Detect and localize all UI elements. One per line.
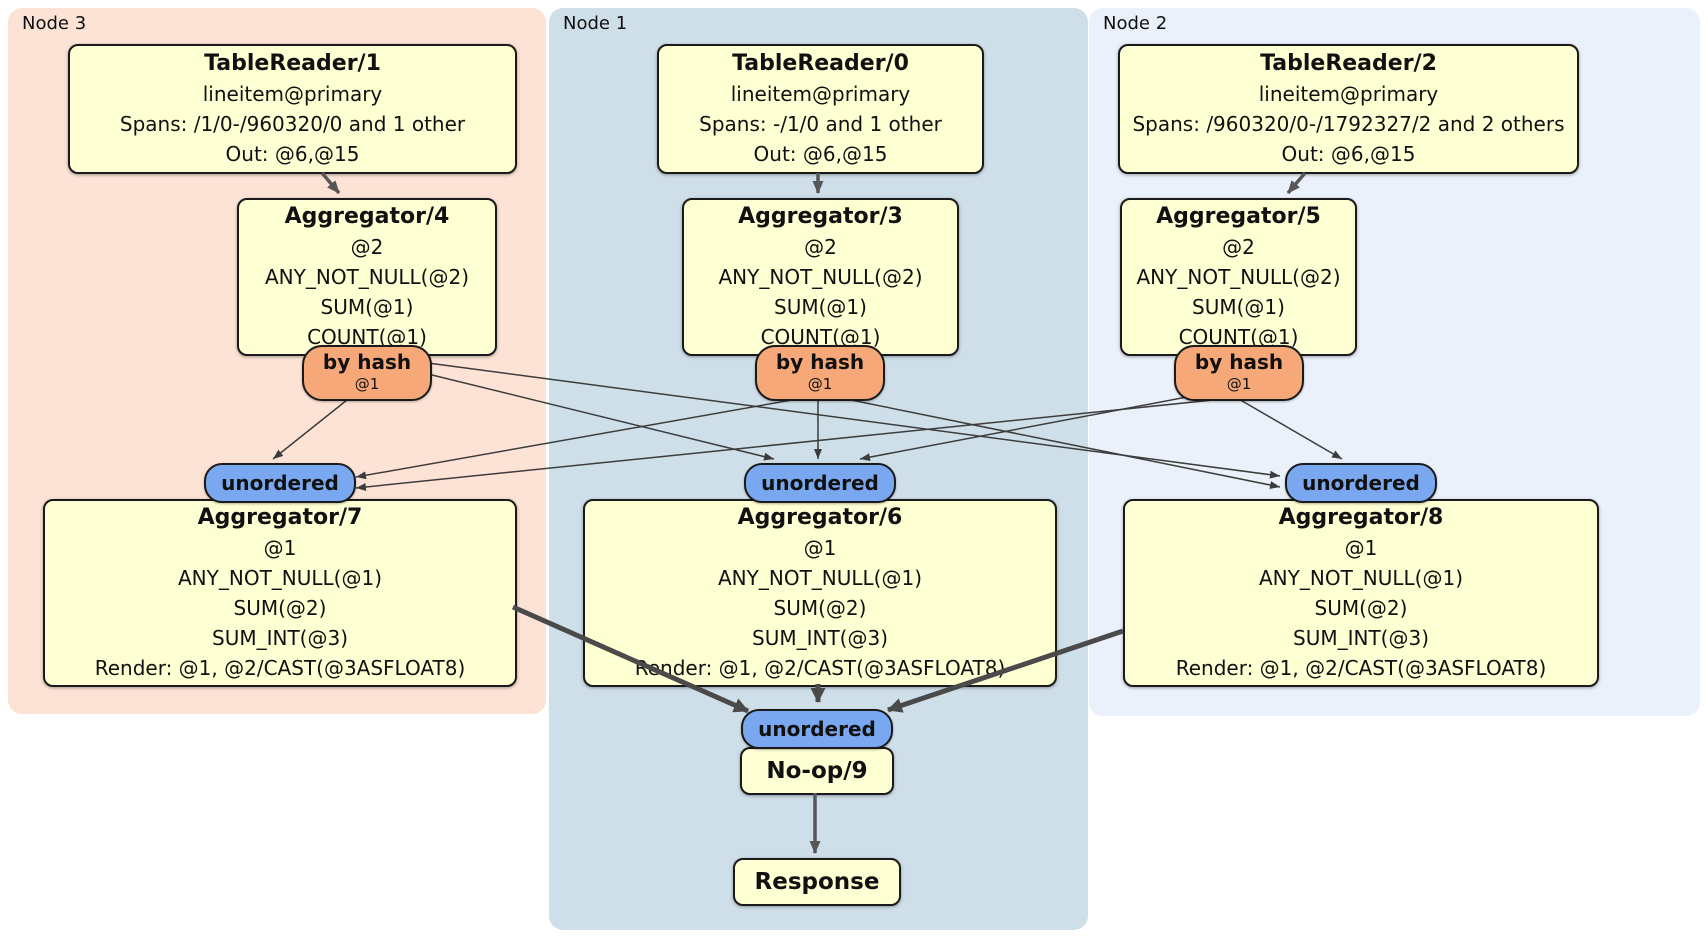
processor-agg-fn: ANY_NOT_NULL(@2) xyxy=(718,265,923,289)
processor-tablereader-2: TableReader/2 lineitem@primary Spans: /9… xyxy=(1118,44,1579,174)
processor-agg-fn: SUM_INT(@3) xyxy=(212,626,348,650)
processor-aggregator-4: Aggregator/4 @2 ANY_NOT_NULL(@2) SUM(@1)… xyxy=(237,198,497,356)
processor-agg-fn: SUM_INT(@3) xyxy=(1293,626,1429,650)
processor-title: Response xyxy=(754,868,880,895)
processor-title: Aggregator/3 xyxy=(738,204,903,229)
sync-unordered-final: unordered xyxy=(741,709,893,749)
processor-agg-fn: ANY_NOT_NULL(@1) xyxy=(178,566,382,590)
processor-agg-fn: SUM(@1) xyxy=(774,295,867,319)
processor-title: TableReader/2 xyxy=(1260,51,1437,76)
processor-group-cols: @2 xyxy=(350,235,384,259)
processor-agg-fn: SUM(@2) xyxy=(773,596,867,620)
processor-agg-fn: SUM_INT(@3) xyxy=(752,626,888,650)
sync-unordered-node1: unordered xyxy=(744,463,896,503)
processor-aggregator-5: Aggregator/5 @2 ANY_NOT_NULL(@2) SUM(@1)… xyxy=(1120,198,1357,356)
processor-agg-fn: ANY_NOT_NULL(@2) xyxy=(1136,265,1341,289)
processor-out: Out: @6,@15 xyxy=(753,142,888,166)
processor-index: lineitem@primary xyxy=(202,82,383,106)
sync-label: unordered xyxy=(758,717,876,741)
sync-label: unordered xyxy=(761,471,879,495)
sync-label: unordered xyxy=(1302,471,1420,495)
processor-noop-9: No-op/9 xyxy=(740,747,894,795)
processor-out: Out: @6,@15 xyxy=(1281,142,1416,166)
processor-title: Aggregator/4 xyxy=(284,204,450,229)
processor-aggregator-6: Aggregator/6 @1 ANY_NOT_NULL(@1) SUM(@2)… xyxy=(583,499,1057,687)
processor-group-cols: @2 xyxy=(804,235,837,259)
processor-title: TableReader/0 xyxy=(732,51,909,76)
router-label: by hash xyxy=(322,350,412,374)
router-hash-column: @1 xyxy=(1226,375,1252,393)
processor-group-cols: @1 xyxy=(1344,536,1378,560)
processor-aggregator-8: Aggregator/8 @1 ANY_NOT_NULL(@1) SUM(@2)… xyxy=(1123,499,1599,687)
processor-agg-fn: ANY_NOT_NULL(@2) xyxy=(265,265,469,289)
processor-agg-fn: SUM(@2) xyxy=(233,596,327,620)
processor-agg-fn: ANY_NOT_NULL(@1) xyxy=(718,566,922,590)
router-by-hash-node3: by hash @1 xyxy=(302,345,432,401)
sync-unordered-node3: unordered xyxy=(204,463,356,503)
region-label-node3: Node 3 xyxy=(22,13,87,34)
processor-response: Response xyxy=(733,858,901,906)
processor-title: Aggregator/6 xyxy=(737,505,903,530)
processor-title: TableReader/1 xyxy=(204,51,381,76)
sync-label: unordered xyxy=(221,471,339,495)
router-label: by hash xyxy=(1194,350,1284,374)
processor-title: No-op/9 xyxy=(766,757,868,784)
processor-spans: Spans: /960320/0-/1792327/2 and 2 others xyxy=(1132,112,1565,136)
processor-render: Render: @1, @2/CAST(@3ASFLOAT8) xyxy=(94,656,466,680)
processor-index: lineitem@primary xyxy=(730,82,911,106)
processor-group-cols: @1 xyxy=(803,536,837,560)
router-label: by hash xyxy=(775,350,865,374)
processor-index: lineitem@primary xyxy=(1258,82,1439,106)
processor-title: Aggregator/8 xyxy=(1278,505,1444,530)
processor-out: Out: @6,@15 xyxy=(225,142,360,166)
router-hash-column: @1 xyxy=(807,375,833,393)
processor-render: Render: @1, @2/CAST(@3ASFLOAT8) xyxy=(634,656,1006,680)
processor-agg-fn: SUM(@1) xyxy=(1192,295,1285,319)
region-label-node2: Node 2 xyxy=(1103,13,1168,34)
router-by-hash-node2: by hash @1 xyxy=(1174,345,1304,401)
processor-spans: Spans: -/1/0 and 1 other xyxy=(699,112,942,136)
processor-group-cols: @1 xyxy=(263,536,297,560)
processor-render: Render: @1, @2/CAST(@3ASFLOAT8) xyxy=(1175,656,1547,680)
sync-unordered-node2: unordered xyxy=(1285,463,1437,503)
processor-agg-fn: ANY_NOT_NULL(@1) xyxy=(1259,566,1463,590)
router-hash-column: @1 xyxy=(354,375,380,393)
processor-tablereader-1: TableReader/1 lineitem@primary Spans: /1… xyxy=(68,44,517,174)
processor-agg-fn: SUM(@1) xyxy=(320,295,414,319)
router-by-hash-node1: by hash @1 xyxy=(755,345,885,401)
processor-spans: Spans: /1/0-/960320/0 and 1 other xyxy=(119,112,466,136)
processor-title: Aggregator/5 xyxy=(1156,204,1321,229)
processor-group-cols: @2 xyxy=(1222,235,1255,259)
processor-aggregator-3: Aggregator/3 @2 ANY_NOT_NULL(@2) SUM(@1)… xyxy=(682,198,959,356)
processor-aggregator-7: Aggregator/7 @1 ANY_NOT_NULL(@1) SUM(@2)… xyxy=(43,499,517,687)
processor-tablereader-0: TableReader/0 lineitem@primary Spans: -/… xyxy=(657,44,984,174)
region-label-node1: Node 1 xyxy=(563,13,628,34)
processor-agg-fn: SUM(@2) xyxy=(1314,596,1408,620)
processor-title: Aggregator/7 xyxy=(197,505,363,530)
